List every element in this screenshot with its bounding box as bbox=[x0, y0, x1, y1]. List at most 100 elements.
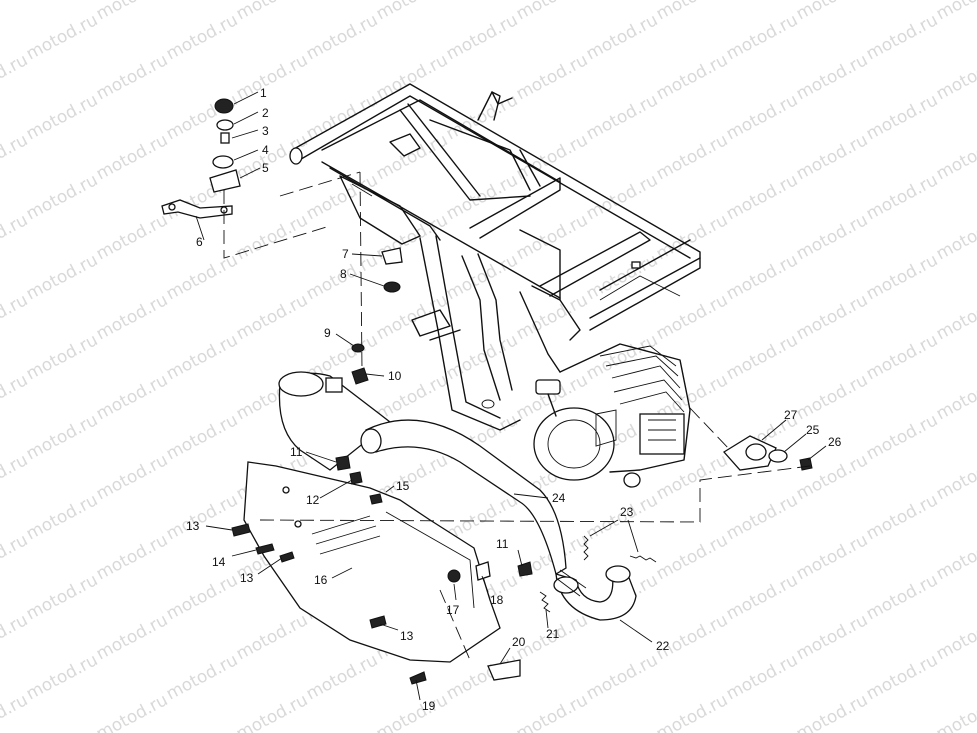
watermark-text: motod.ru bbox=[653, 130, 731, 184]
part-label-6: 6 bbox=[196, 235, 203, 249]
part-label-5: 5 bbox=[262, 161, 269, 175]
watermark-text: motod.ru bbox=[793, 530, 871, 584]
part-label-13b: 13 bbox=[240, 571, 254, 585]
watermark-text: motod.ru bbox=[233, 50, 311, 104]
watermark-text: motod.ru bbox=[793, 450, 871, 504]
watermark-text: motod.ru bbox=[0, 0, 31, 24]
watermark-text: motod.ru bbox=[163, 410, 241, 464]
exhaust-springs bbox=[539, 535, 657, 613]
watermark-text: motod.ru bbox=[863, 90, 941, 144]
part-label-9: 9 bbox=[324, 326, 331, 340]
watermark-text: motod.ru bbox=[513, 690, 591, 733]
part-label-13c: 13 bbox=[400, 629, 414, 643]
part-label-22: 22 bbox=[656, 639, 670, 653]
part-label-25: 25 bbox=[806, 423, 820, 437]
watermark-text: motod.ru bbox=[163, 250, 241, 304]
watermark-text: motod.ru bbox=[723, 650, 801, 704]
watermark-text: motod.ru bbox=[653, 210, 731, 264]
heat-shield bbox=[243, 461, 501, 663]
watermark-text: motod.ru bbox=[933, 50, 977, 104]
part-label-24: 24 bbox=[552, 491, 566, 505]
watermark-text: motod.ru bbox=[233, 690, 311, 733]
watermark-text: motod.ru bbox=[653, 0, 731, 24]
part-labels: 1 2 3 4 5 6 7 8 9 10 11 12 15 13 14 13 1… bbox=[186, 86, 842, 713]
watermark-text: motod.ru bbox=[0, 530, 31, 584]
exhaust-pipe bbox=[360, 419, 567, 576]
part-label-16: 16 bbox=[314, 573, 328, 587]
watermark-text: motod.ru bbox=[23, 250, 101, 304]
watermark-text: motod.ru bbox=[0, 210, 31, 264]
watermark-text: motod.ru bbox=[793, 130, 871, 184]
watermark-text: motod.ru bbox=[653, 290, 731, 344]
part-label-18: 18 bbox=[490, 593, 504, 607]
muffler bbox=[278, 371, 392, 471]
watermark-text: motod.ru bbox=[933, 0, 977, 24]
watermark-text: motod.ru bbox=[163, 650, 241, 704]
part-label-1: 1 bbox=[260, 86, 267, 100]
watermark-text: motod.ru bbox=[583, 650, 661, 704]
watermark-text: motod.ru bbox=[793, 210, 871, 264]
watermark-text: motod.ru bbox=[303, 650, 381, 704]
watermark-text: motod.ru bbox=[93, 130, 171, 184]
watermark-text: motod.ru bbox=[793, 690, 871, 733]
watermark-text: motod.ru bbox=[23, 570, 101, 624]
part-label-21: 21 bbox=[546, 627, 560, 641]
watermark-text: motod.ru bbox=[93, 0, 171, 24]
watermark-text: motod.ru bbox=[863, 250, 941, 304]
watermark-text: motod.ru bbox=[513, 50, 591, 104]
part-label-11a: 11 bbox=[290, 445, 303, 459]
watermark-text: motod.ru bbox=[723, 90, 801, 144]
watermark-text: motod.ru bbox=[303, 90, 381, 144]
watermark-text: motod.ru bbox=[863, 410, 941, 464]
watermark-text: motod.ru bbox=[163, 570, 241, 624]
watermark-text: motod.ru bbox=[373, 130, 451, 184]
watermark-text: motod.ru bbox=[303, 170, 381, 224]
watermark-text: motod.ru bbox=[93, 530, 171, 584]
watermark-text: motod.ru bbox=[723, 170, 801, 224]
part-label-17: 17 bbox=[446, 603, 460, 617]
watermark-text: motod.ru bbox=[933, 130, 977, 184]
part-label-7: 7 bbox=[342, 247, 349, 261]
part-label-23: 23 bbox=[620, 505, 634, 519]
part-label-26: 26 bbox=[828, 435, 842, 449]
alignment-lines bbox=[223, 171, 811, 661]
watermark-text: motod.ru bbox=[93, 210, 171, 264]
watermark-text: motod.ru bbox=[93, 290, 171, 344]
watermark-text: motod.ru bbox=[583, 90, 661, 144]
leader-lines bbox=[195, 91, 827, 701]
engine bbox=[533, 343, 691, 488]
watermark-text: motod.ru bbox=[23, 650, 101, 704]
watermark-text: motod.ru bbox=[653, 530, 731, 584]
watermark-text: motod.ru bbox=[723, 330, 801, 384]
watermark-text: motod.ru bbox=[513, 0, 591, 24]
watermark-text: motod.ru bbox=[653, 50, 731, 104]
watermark-text: motod.ru bbox=[0, 610, 31, 664]
watermark-text: motod.ru bbox=[723, 10, 801, 64]
watermark-text: motod.ru bbox=[93, 450, 171, 504]
watermark-text: motod.ru bbox=[583, 170, 661, 224]
watermark-text: motod.ru bbox=[93, 610, 171, 664]
watermark-text: motod.ru bbox=[793, 290, 871, 344]
part-label-15: 15 bbox=[396, 479, 410, 493]
part-label-14: 14 bbox=[212, 555, 226, 569]
watermark-text: motod.ru bbox=[93, 690, 171, 733]
watermark-text: motod.ru bbox=[933, 610, 977, 664]
watermark-text: motod.ru bbox=[0, 370, 31, 424]
watermark-text: motod.ru bbox=[373, 370, 451, 424]
watermark-text: motod.ru bbox=[233, 0, 311, 24]
frame-assembly bbox=[289, 83, 701, 431]
watermark-text: motod.ru bbox=[793, 370, 871, 424]
watermark-text: motod.ru bbox=[0, 690, 31, 733]
mount-stack bbox=[161, 98, 241, 219]
part-label-13a: 13 bbox=[186, 519, 200, 533]
watermark-text: motod.ru bbox=[863, 570, 941, 624]
watermark-text: motod.ru bbox=[513, 210, 591, 264]
exhaust-flange bbox=[722, 435, 813, 471]
watermark-text: motod.ru bbox=[233, 210, 311, 264]
watermark-text: motod.ru bbox=[93, 370, 171, 424]
watermark-text: motod.ru bbox=[863, 650, 941, 704]
watermark-text: motod.ru bbox=[723, 570, 801, 624]
watermark-text: motod.ru bbox=[93, 50, 171, 104]
watermark-text: motod.ru bbox=[583, 10, 661, 64]
